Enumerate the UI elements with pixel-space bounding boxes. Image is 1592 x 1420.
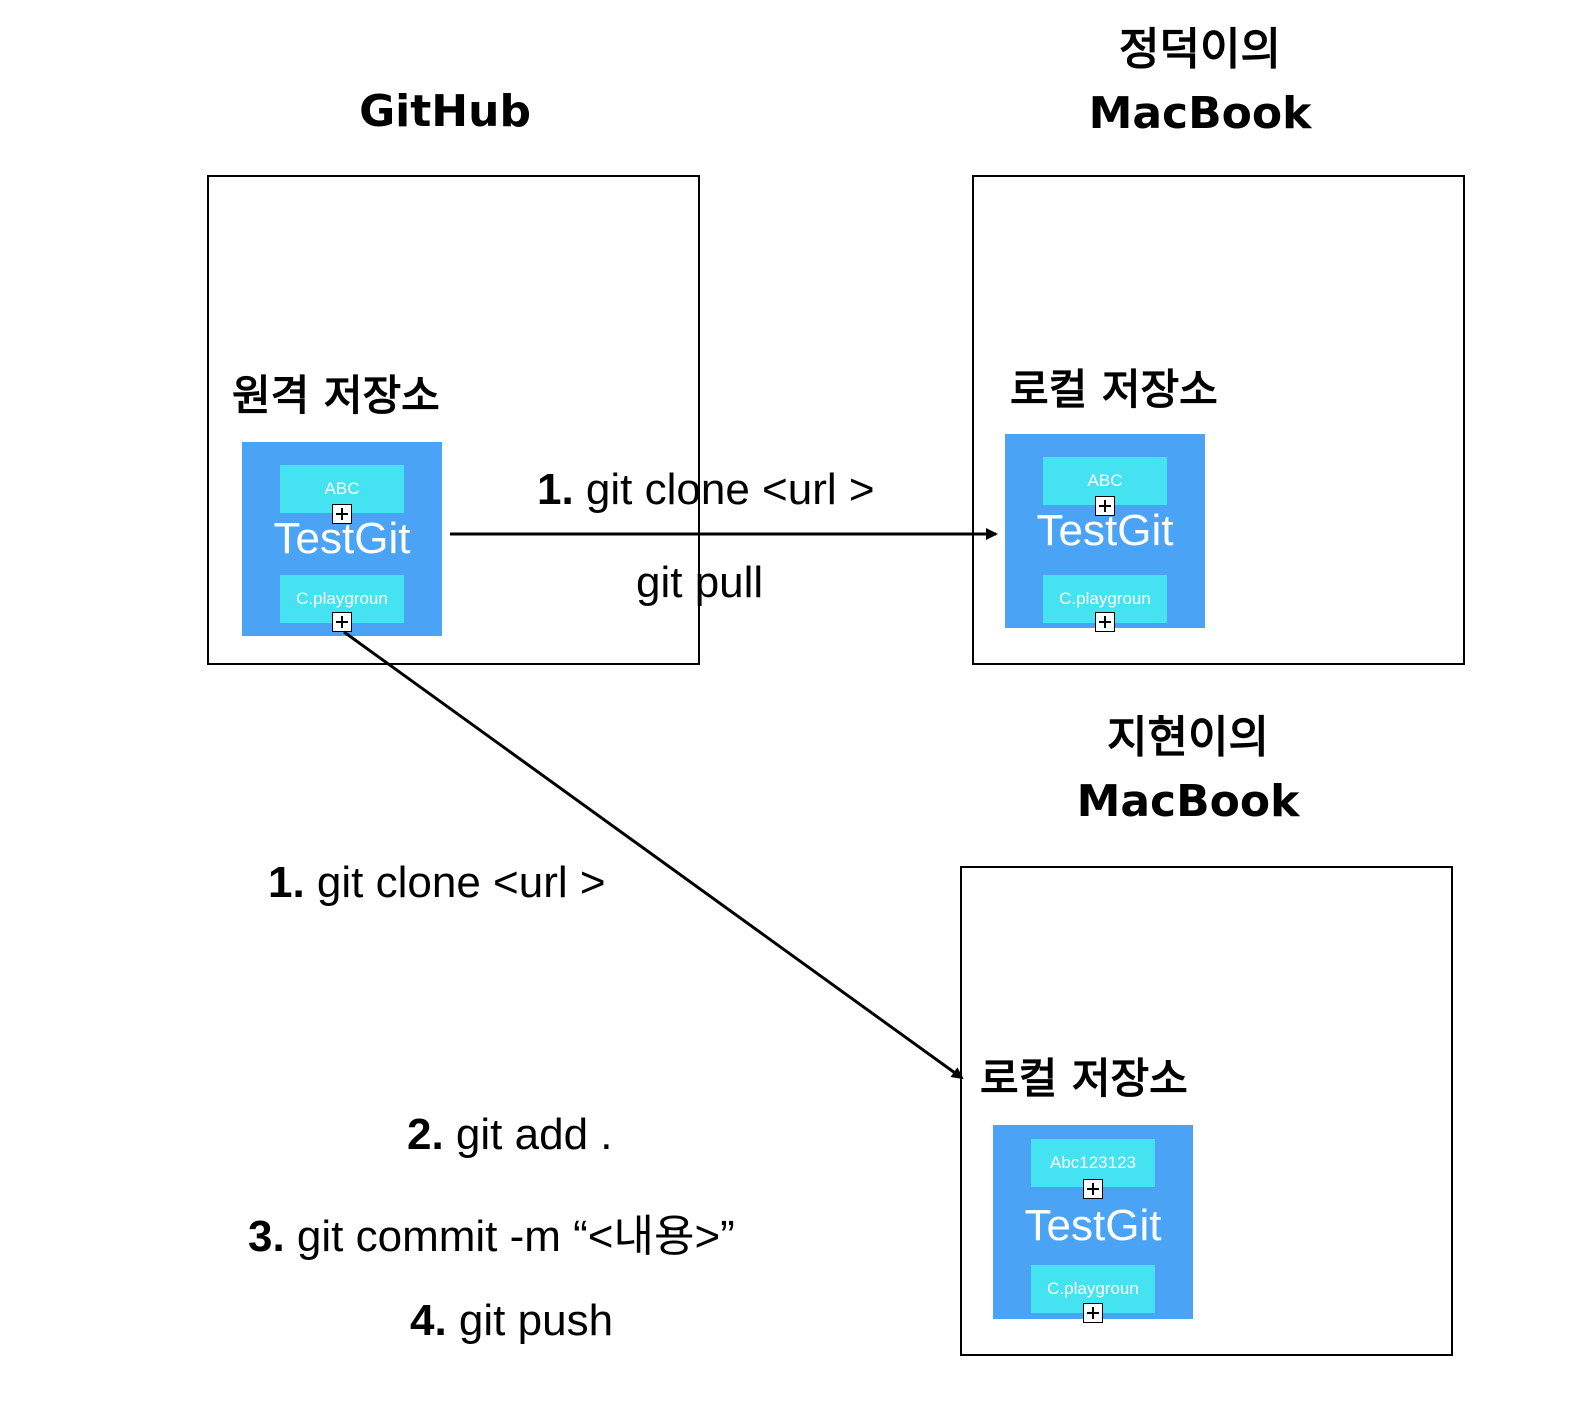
remote-repo-name: TestGit: [273, 514, 411, 563]
local1-top-chip: ABC: [1043, 457, 1167, 505]
step4-number: 4.: [410, 1296, 447, 1345]
mac2-title-owner: 지현이의: [1107, 712, 1269, 763]
local2-repo-label: 로컬 저장소: [980, 1054, 1188, 1103]
remote-bottom-chip: C.playgroun: [280, 575, 404, 623]
local2-bottom-expand-icon[interactable]: [1083, 1303, 1103, 1323]
arrow1-step-text: git clone <url >: [573, 465, 875, 514]
arrow2-step-text: git clone <url >: [304, 858, 606, 907]
local1-top-expand-icon[interactable]: [1095, 496, 1115, 516]
local1-bottom-expand-icon[interactable]: [1095, 612, 1115, 632]
clone-arrow-to-mac2: [343, 630, 964, 1080]
local1-repo-name: TestGit: [1036, 506, 1174, 555]
mac2-title: 지현이의 MacBook: [1058, 706, 1318, 834]
mac1-title-device: MacBook: [1088, 87, 1312, 139]
step4-text: git push: [446, 1296, 614, 1345]
remote-top-expand-icon[interactable]: [332, 504, 352, 524]
arrow1-pull-command: git pull: [636, 558, 764, 607]
remote-repo-label: 원격 저장소: [232, 371, 440, 420]
mac1-title: 정덕이의 MacBook: [1070, 18, 1330, 146]
mac2-title-device: MacBook: [1076, 775, 1300, 827]
arrow1-step-number: 1.: [537, 465, 574, 514]
arrow2-clone-command: 1. git clone <url >: [268, 858, 606, 908]
remote-bottom-expand-icon[interactable]: [332, 612, 352, 632]
step2-add-command: 2. git add .: [407, 1110, 612, 1160]
local1-repo-card: ABC TestGit C.playgroun: [1005, 434, 1205, 632]
step3-number: 3.: [248, 1212, 285, 1261]
github-title: GitHub: [359, 86, 531, 137]
remote-repo-card: ABC TestGit C.playgroun: [242, 442, 442, 636]
mac1-title-owner: 정덕이의: [1119, 24, 1281, 75]
arrow1-clone-command: 1. git clone <url >: [537, 465, 875, 515]
step2-number: 2.: [407, 1110, 444, 1159]
step3-commit-command: 3. git commit -m “<내용>”: [248, 1200, 735, 1264]
local2-repo-name: TestGit: [1024, 1201, 1162, 1250]
step4-push-command: 4. git push: [410, 1296, 613, 1346]
step2-text: git add .: [443, 1110, 613, 1159]
step3-text: git commit -m “<내용>”: [284, 1212, 735, 1261]
local1-repo-label: 로컬 저장소: [1010, 365, 1218, 414]
local2-top-expand-icon[interactable]: [1083, 1179, 1103, 1199]
arrow2-step-number: 1.: [268, 858, 305, 907]
local2-repo-card: Abc123123 TestGit C.playgroun: [993, 1125, 1193, 1323]
